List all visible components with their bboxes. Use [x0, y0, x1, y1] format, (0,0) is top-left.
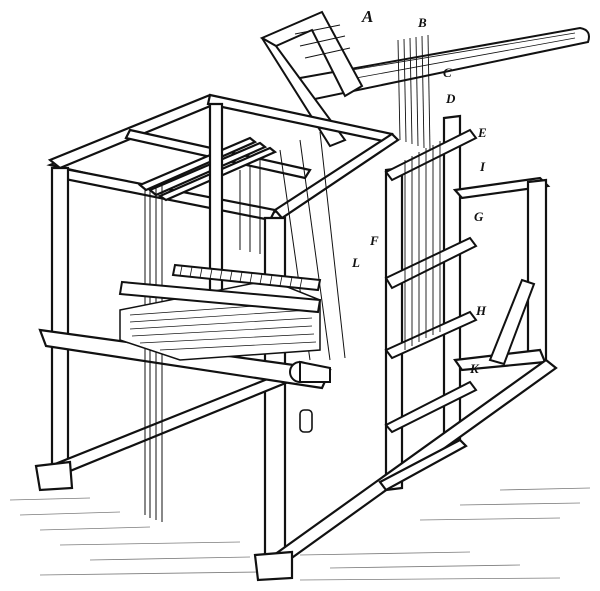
label-a: A — [362, 7, 374, 26]
heddle-cords-b — [397, 34, 431, 151]
label-k: K — [470, 361, 479, 376]
warp-cords — [144, 131, 346, 522]
label-i: I — [480, 159, 486, 174]
ladder-strings — [404, 141, 441, 350]
reed-beater — [118, 263, 322, 314]
label-e: E — [478, 125, 487, 140]
cloth-beam — [289, 360, 331, 383]
label-b: B — [418, 15, 427, 30]
lever-arm — [298, 26, 590, 102]
label-f: F — [370, 233, 379, 248]
diagonal-brace — [488, 278, 536, 366]
main-frame — [34, 93, 558, 582]
reed-teeth — [179, 265, 303, 289]
label-g: G — [474, 209, 484, 224]
label-h: H — [476, 303, 487, 318]
label-c: C — [443, 65, 452, 80]
ground-hatching — [9, 487, 591, 581]
treadle-ladder — [384, 128, 478, 434]
label-l: L — [352, 255, 360, 270]
label-d: D — [446, 91, 456, 106]
ratchet — [299, 409, 313, 433]
